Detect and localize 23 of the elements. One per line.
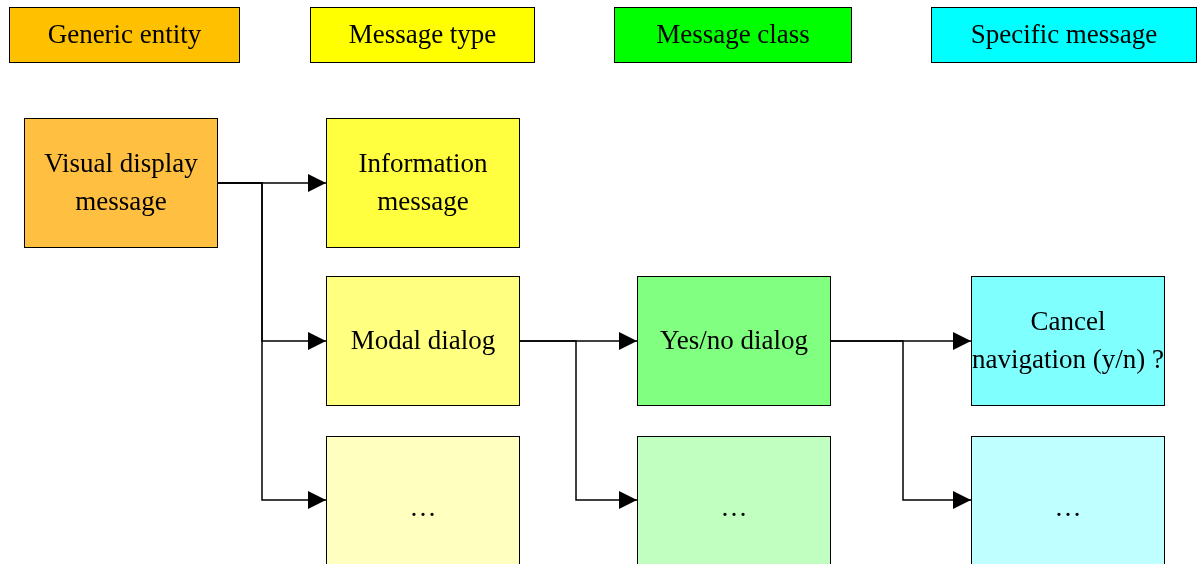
box-label: … [1054, 491, 1082, 525]
legend-label: Message type [348, 18, 497, 52]
arrow [519, 340, 638, 509]
box-label: … [720, 491, 748, 525]
entity-box [637, 436, 831, 564]
box-label: Visual display message [43, 147, 199, 218]
legend-label: Generic entity [47, 18, 202, 52]
box-label: Modal dialog [350, 324, 496, 358]
box-label: … [409, 491, 437, 525]
box-label: Yes/no dialog [660, 324, 808, 358]
arrow [830, 340, 972, 509]
box-label: Cancel navigation (y/n) ? [972, 305, 1164, 376]
entity-box [637, 276, 831, 406]
entity-box [971, 436, 1165, 564]
entity-box [326, 118, 520, 248]
entity-box [326, 276, 520, 406]
box-label: Information message [357, 147, 489, 218]
entity-box [24, 118, 218, 248]
legend-label: Message class [656, 18, 810, 52]
entity-box [971, 276, 1165, 406]
entity-box [326, 436, 520, 564]
legend-label: Specific message [970, 18, 1158, 52]
arrow [217, 182, 327, 509]
